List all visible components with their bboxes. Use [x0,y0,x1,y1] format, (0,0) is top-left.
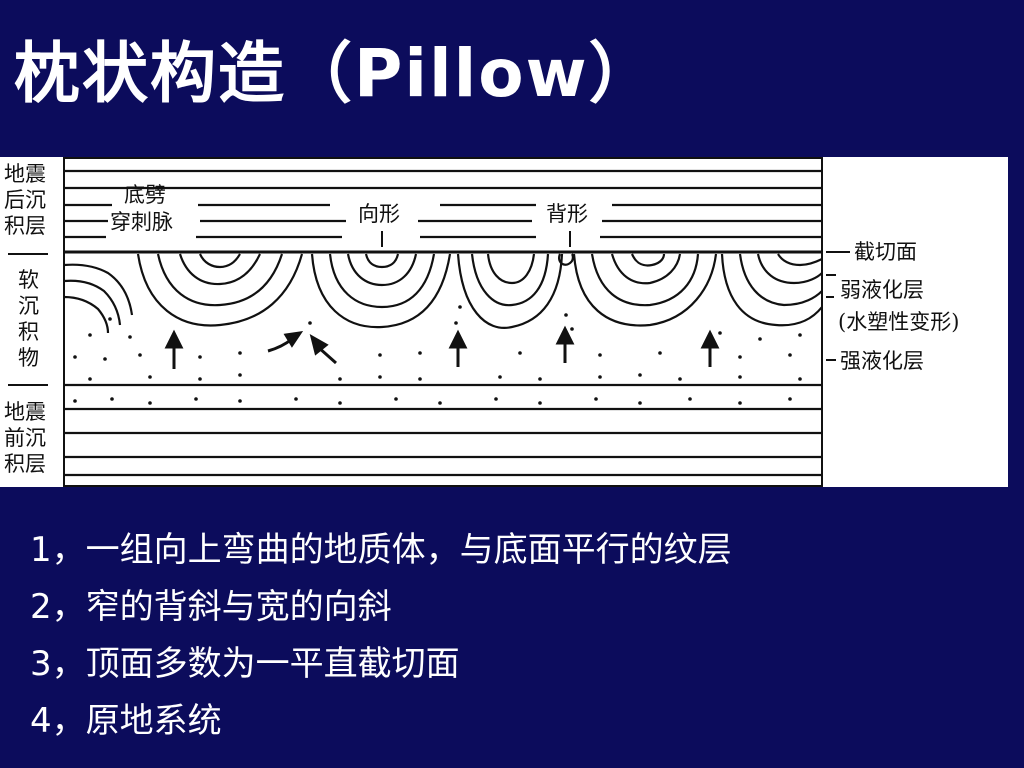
key-point: 2，窄的背斜与宽的向斜 [30,587,392,627]
key-point: 4，原地系统 [30,701,222,741]
key-point: 1，一组向上弯曲的地质体，与底面平行的纹层 [30,530,732,570]
liquefaction-dots [73,305,802,405]
label-anticline: 背形 [546,202,588,226]
label-post-seismic-3: 积层 [4,214,46,238]
pillow-structure-diagram: 地震 后沉 积层 软 沉 积 物 地震 前沉 积层 底劈 穿刺脉 向形 背形 截… [0,157,1008,487]
label-pre-seismic-1: 地震 [4,400,46,424]
diagram-svg: 地震 后沉 积层 软 沉 积 物 地震 前沉 积层 底劈 穿刺脉 向形 背形 截… [4,157,959,487]
pillow-folds [63,253,823,334]
label-soft-1: 软 [18,268,39,292]
label-pre-seismic-2: 前沉 [4,426,46,450]
pre-seismic-layers [64,383,822,477]
label-injection-vein-2: 穿刺脉 [110,210,173,234]
label-truncation-surface: 截切面 [854,240,917,264]
left-labels: 地震 后沉 积层 软 沉 积 物 地震 前沉 积层 [4,162,48,476]
key-point: 3，顶面多数为一平直截切面 [30,644,460,684]
slide-title: 枕状构造（Pillow） [14,35,657,112]
label-injection-vein-1: 底劈 [124,183,166,207]
label-weak-liquefaction: 弱液化层 [840,278,924,302]
label-post-seismic-2: 后沉 [4,188,46,212]
label-post-seismic-1: 地震 [4,162,46,186]
label-soft-4: 物 [18,346,39,370]
label-plastic-deformation: (水塑性变形) [838,310,959,334]
diagram-frame [63,157,823,487]
key-points-list: 1，一组向上弯曲的地质体，与底面平行的纹层 2，窄的背斜与宽的向斜 3，顶面多数… [30,522,732,750]
label-pre-seismic-3: 积层 [4,452,46,476]
label-strong-liquefaction: 强液化层 [840,349,924,373]
label-syncline: 向形 [358,202,400,226]
post-seismic-layers [64,169,822,239]
inner-labels: 底劈 穿刺脉 向形 背形 [110,183,588,247]
label-soft-2: 沉 [18,294,39,318]
label-soft-3: 积 [18,320,39,344]
flow-arrows [164,325,720,369]
right-labels: 截切面 弱液化层 (水塑性变形) 强液化层 [826,240,959,373]
